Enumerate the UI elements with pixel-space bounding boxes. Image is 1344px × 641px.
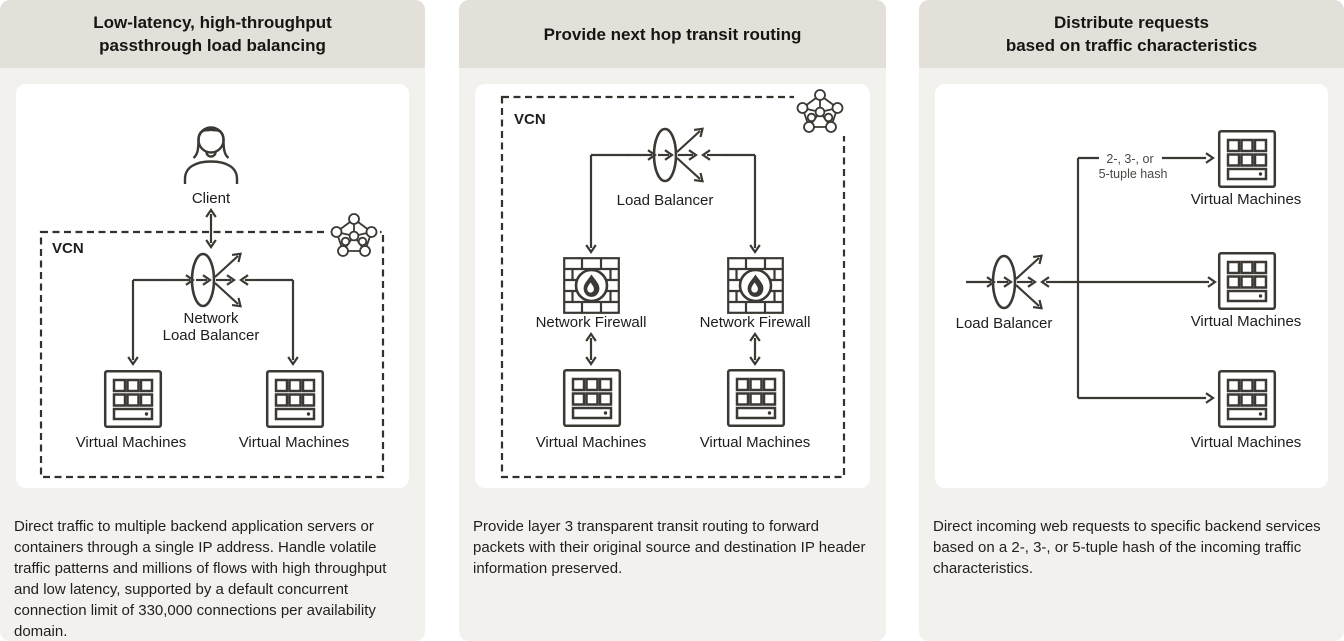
vcn-label: VCN	[52, 240, 84, 257]
diagram-passthrough: Client VCN Network Load Balancer Virtual…	[39, 126, 385, 479]
network-firewall-icon-left	[562, 256, 621, 315]
client-label: Client	[192, 190, 231, 207]
vcn-label: VCN	[514, 111, 546, 128]
lb-label: Load Balancer	[617, 192, 714, 209]
panel-title-line: based on traffic characteristics	[1005, 36, 1258, 55]
connector-arrows	[585, 153, 761, 254]
vm-label-left: Virtual Machines	[536, 434, 647, 451]
vm-icon-right	[726, 368, 786, 428]
panel-title: Distribute requests based on traffic cha…	[919, 0, 1344, 68]
vm-label-top: Virtual Machines	[1191, 191, 1302, 208]
diagram-traffic-distribution: 2-, 3-, or 5-tuple hash Load Balancer Vi…	[956, 129, 1302, 451]
lb-label: Network	[183, 310, 239, 327]
vm-label-left: Virtual Machines	[76, 434, 187, 451]
vm-icon-middle	[1217, 251, 1277, 311]
panel-description: Provide layer 3 transparent transit rout…	[473, 518, 866, 577]
panel-description: Direct incoming web requests to specific…	[933, 518, 1321, 577]
connector-arrows	[1062, 152, 1217, 404]
firewall-label-right: Network Firewall	[700, 314, 811, 331]
vcn-boundary	[500, 95, 846, 479]
lb-label: Load Balancer	[163, 327, 260, 344]
panel-description: Direct traffic to multiple backend appli…	[14, 518, 387, 640]
vm-label-right: Virtual Machines	[239, 434, 350, 451]
panel-traffic-distribution: Distribute requests based on traffic cha…	[919, 0, 1344, 641]
firewall-vm-arrows	[585, 332, 761, 366]
panel-title-line: Provide next hop transit routing	[543, 24, 802, 44]
network-firewall-icon-right	[726, 256, 785, 315]
diagram-transit-routing: VCN Load Balancer Network Firewall Netwo…	[500, 86, 846, 479]
vm-icon-left	[562, 368, 622, 428]
vm-icon-bottom	[1217, 369, 1277, 429]
panel-title: Provide next hop transit routing	[459, 0, 886, 68]
vm-label-bottom: Virtual Machines	[1191, 434, 1302, 451]
panel-title-line: passthrough load balancing	[99, 36, 326, 55]
network-load-balancer-icon	[165, 250, 261, 310]
connector-arrows	[127, 278, 299, 366]
vm-icon-right	[265, 369, 325, 429]
firewall-label-left: Network Firewall	[536, 314, 647, 331]
tuple-hash-label: 5-tuple hash	[1099, 167, 1168, 181]
vm-label-right: Virtual Machines	[700, 434, 811, 451]
lb-label: Load Balancer	[956, 315, 1053, 332]
vm-icon-top	[1217, 129, 1277, 189]
panel-title-line: Distribute requests	[1054, 13, 1209, 32]
panel-passthrough-load-balancing: Low-latency, high-throughput passthrough…	[0, 0, 425, 641]
vcn-boundary	[39, 230, 385, 479]
vm-icon-left	[103, 369, 163, 429]
client-icon	[183, 126, 239, 186]
load-balancer-icon	[966, 252, 1062, 312]
panel-title: Low-latency, high-throughput passthrough…	[0, 0, 425, 68]
panel-transit-routing: Provide next hop transit routing	[459, 0, 886, 641]
panel-title-line: Low-latency, high-throughput	[93, 13, 332, 32]
load-balancer-icon	[627, 125, 723, 185]
vm-label-middle: Virtual Machines	[1191, 313, 1302, 330]
tuple-hash-label: 2-, 3-, or	[1106, 152, 1153, 166]
diagram-card	[475, 84, 870, 488]
